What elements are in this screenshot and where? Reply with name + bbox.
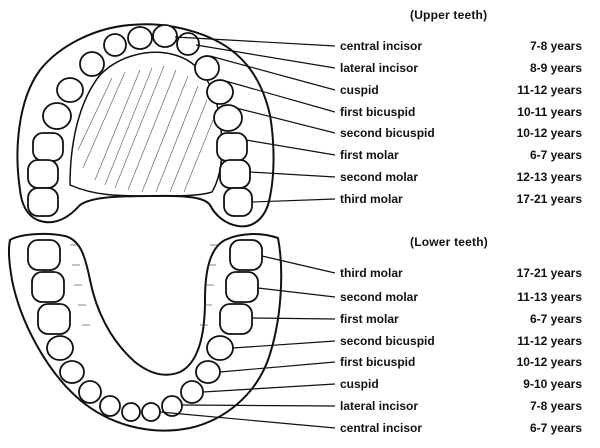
upper-tooth-age: 12-13 years <box>516 170 582 184</box>
upper-tooth-label: second molar <box>340 170 419 184</box>
upper-tooth-age: 10-12 years <box>516 126 582 140</box>
upper-leader-lines <box>174 36 336 203</box>
lower-tooth <box>99 395 121 417</box>
upper-jaw-outline <box>16 23 275 228</box>
lower-tooth <box>78 380 102 404</box>
upper-tooth <box>27 187 59 217</box>
lower-tooth <box>206 335 234 361</box>
lower-tooth-label: second molar <box>340 290 419 304</box>
lower-tooth-age: 6-7 years <box>529 312 582 326</box>
upper-tooth <box>213 104 243 132</box>
lower-tooth-age: 11-12 years <box>517 334 582 348</box>
upper-tooth-age: 6-7 years <box>529 148 582 162</box>
lower-tooth <box>141 402 161 422</box>
lower-jaw-outline <box>7 232 283 432</box>
upper-tooth-age: 7-8 years <box>529 39 582 53</box>
gum-hatching <box>70 244 218 326</box>
lower-tooth <box>31 271 65 303</box>
lower-tooth <box>195 360 221 384</box>
upper-tooth-label: second bicuspid <box>340 126 435 140</box>
lower-tooth <box>27 239 61 271</box>
upper-tooth-label: lateral incisor <box>340 61 419 75</box>
upper-tooth <box>206 79 234 105</box>
upper-tooth <box>27 159 59 189</box>
upper-tooth-age: 11-12 years <box>517 83 582 97</box>
upper-tooth <box>176 32 200 56</box>
upper-tooth <box>152 24 178 48</box>
upper-tooth <box>216 132 248 162</box>
upper-tooth <box>56 77 84 103</box>
upper-tooth-label: first bicuspid <box>340 105 416 119</box>
lower-tooth <box>219 303 253 335</box>
lower-tooth-label: third molar <box>340 266 403 280</box>
upper-tooth <box>79 51 105 77</box>
lower-leader-lines <box>159 255 336 429</box>
upper-tooth <box>194 55 220 81</box>
upper-tooth <box>219 159 251 189</box>
lower-tooth-age: 10-12 years <box>516 355 582 369</box>
upper-tooth-label: cuspid <box>340 83 379 97</box>
upper-tooth <box>42 102 72 130</box>
lower-tooth <box>59 360 85 384</box>
upper-tooth <box>127 26 153 50</box>
upper-tooth-label: central incisor <box>340 39 423 53</box>
lower-tooth <box>46 335 74 361</box>
lower-tooth <box>161 395 183 417</box>
lower-tooth-label: central incisor <box>340 421 423 435</box>
upper-tooth <box>223 187 253 217</box>
lower-tooth-age: 7-8 years <box>529 399 582 413</box>
upper-tooth-age: 10-11 years <box>517 105 582 119</box>
lower-tooth <box>121 402 141 422</box>
upper-tooth-age: 17-21 years <box>516 192 582 206</box>
upper-tooth-age: 8-9 years <box>529 61 582 75</box>
lower-tooth-age: 6-7 years <box>529 421 582 435</box>
lower-tooth-age: 17-21 years <box>516 266 582 280</box>
lower-teeth <box>27 239 263 422</box>
lower-tooth-label: first bicuspid <box>340 355 416 369</box>
lower-tooth-label: lateral incisor <box>340 399 419 413</box>
palate-hatching <box>77 65 214 193</box>
lower-tooth-age: 11-13 years <box>517 290 582 304</box>
lower-tooth-label: cuspid <box>340 377 379 391</box>
upper-tooth <box>103 33 127 57</box>
lower-teeth-heading: (Lower teeth) <box>410 235 488 249</box>
lower-tooth-label: first molar <box>340 312 399 326</box>
lower-tooth <box>225 271 259 303</box>
lower-tooth-age: 9-10 years <box>523 377 582 391</box>
lower-tooth <box>229 239 263 271</box>
upper-tooth-label: third molar <box>340 192 403 206</box>
upper-tooth-label: first molar <box>340 148 399 162</box>
upper-teeth <box>27 24 253 217</box>
upper-teeth-heading: (Upper teeth) <box>410 8 488 22</box>
lower-tooth <box>37 303 71 335</box>
lower-tooth-label: second bicuspid <box>340 334 435 348</box>
lower-tooth <box>180 380 204 404</box>
upper-tooth <box>32 132 64 162</box>
